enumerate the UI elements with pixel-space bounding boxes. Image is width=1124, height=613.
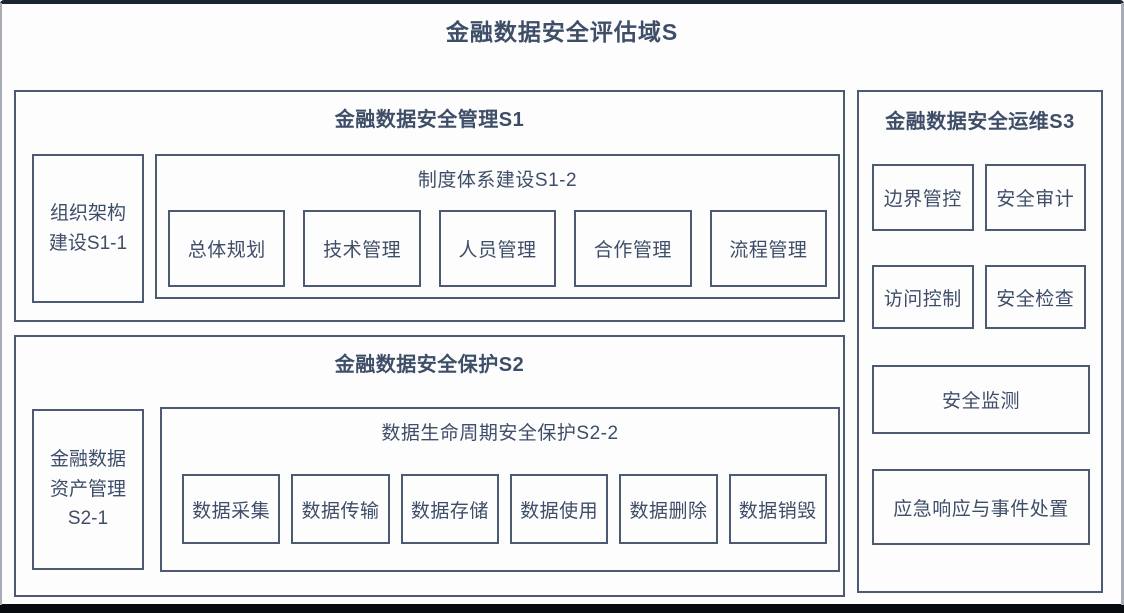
node-s2-2-item: 数据存储 bbox=[400, 474, 499, 544]
s1-2-items-row: 总体规划 技术管理 人员管理 合作管理 流程管理 bbox=[168, 210, 828, 287]
node-s2-2-item: 数据传输 bbox=[291, 474, 390, 544]
node-s1-2-item: 合作管理 bbox=[574, 210, 692, 287]
node-s1-2-title: 制度体系建设S1-2 bbox=[417, 170, 578, 191]
window-right-edge bbox=[1121, 3, 1124, 605]
s3-grid-row: 访问控制 安全检查 bbox=[872, 265, 1086, 329]
node-s1-2-item: 总体规划 bbox=[168, 210, 286, 287]
node-s2-1-line: 金融数据 bbox=[49, 449, 126, 471]
node-s1-2: 制度体系建设S1-2 总体规划 技术管理 人员管理 合作管理 流程管理 bbox=[155, 154, 840, 299]
section-s1: 金融数据安全管理S1 组织架构 建设S1-1 制度体系建设S1-2 总体规划 技… bbox=[14, 90, 845, 322]
s3-grid-row: 边界管控 安全审计 bbox=[872, 164, 1086, 231]
section-s1-title: 金融数据安全管理S1 bbox=[334, 109, 525, 131]
node-s2-2-item: 数据销毁 bbox=[728, 474, 827, 544]
node-s3-item: 边界管控 bbox=[872, 164, 974, 231]
section-s2: 金融数据安全保护S2 金融数据 资产管理 S2-1 数据生命周期安全保护S2-2… bbox=[14, 335, 845, 597]
node-s2-2-item: 数据采集 bbox=[182, 474, 281, 544]
node-s3-item: 安全审计 bbox=[984, 164, 1086, 231]
node-s1-1: 组织架构 建设S1-1 bbox=[32, 154, 144, 303]
node-s2-1: 金融数据 资产管理 S2-1 bbox=[32, 409, 144, 570]
node-s2-1-line: 资产管理 bbox=[49, 478, 126, 500]
node-s2-2-item: 数据删除 bbox=[619, 474, 718, 544]
section-s3: 金融数据安全运维S3 边界管控 安全审计 访问控制 安全检查 安全监测 应急响应… bbox=[857, 90, 1103, 593]
node-s1-1-line: 组织架构 bbox=[49, 203, 126, 225]
node-s1-1-label: 组织架构 建设S1-1 bbox=[49, 199, 127, 258]
section-s3-title: 金融数据安全运维S3 bbox=[885, 111, 1075, 133]
node-s3-item: 访问控制 bbox=[872, 265, 974, 329]
window-bottom-edge bbox=[0, 604, 1124, 613]
window-top-edge bbox=[0, 0, 1124, 4]
node-s2-2: 数据生命周期安全保护S2-2 数据采集 数据传输 数据存储 数据使用 数据删除 … bbox=[160, 407, 840, 572]
node-s2-1-label: 金融数据 资产管理 S2-1 bbox=[50, 445, 126, 533]
node-s1-2-item: 技术管理 bbox=[303, 210, 421, 287]
node-s2-1-line: S2-1 bbox=[67, 508, 109, 530]
window-left-edge bbox=[0, 3, 2, 605]
s2-2-items-row: 数据采集 数据传输 数据存储 数据使用 数据删除 数据销毁 bbox=[182, 474, 827, 544]
section-s2-title: 金融数据安全保护S2 bbox=[334, 354, 525, 376]
node-s3-item: 安全检查 bbox=[984, 265, 1086, 329]
node-s2-2-item: 数据使用 bbox=[509, 474, 609, 544]
node-s1-2-item: 人员管理 bbox=[438, 210, 557, 287]
node-s3-wide-item: 应急响应与事件处置 bbox=[872, 469, 1090, 545]
node-s3-wide-item: 安全监测 bbox=[872, 365, 1090, 434]
node-s2-2-title: 数据生命周期安全保护S2-2 bbox=[381, 423, 619, 444]
node-s1-1-line: 建设S1-1 bbox=[48, 232, 128, 254]
node-s1-2-item: 流程管理 bbox=[709, 210, 828, 287]
diagram-title: 金融数据安全评估域S bbox=[445, 19, 679, 45]
